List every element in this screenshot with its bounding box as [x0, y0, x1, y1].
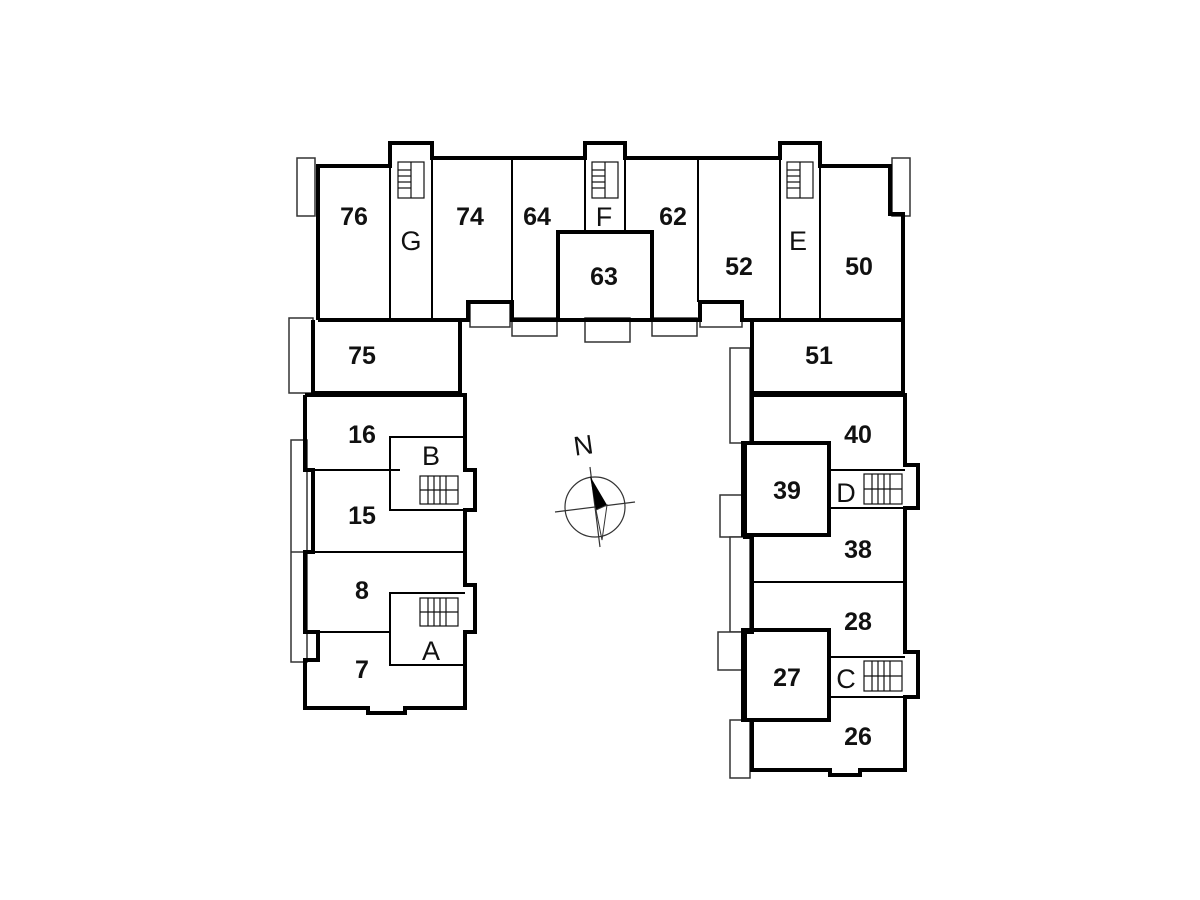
unit-50-label: 50	[845, 253, 873, 281]
stairwell-labels: G F E B A D C	[400, 202, 855, 694]
compass-north-arrow-icon	[590, 476, 607, 510]
unit-74-label: 74	[456, 203, 484, 231]
stairwell-d-label: D	[836, 478, 856, 508]
stairwell-e-label: E	[789, 226, 807, 256]
unit-40-label: 40	[844, 421, 872, 449]
unit-64-label: 64	[523, 203, 551, 231]
compass-north-label: N	[572, 429, 595, 461]
unit-15-label: 15	[348, 502, 376, 530]
west-wing	[303, 320, 477, 715]
unit-38-label: 38	[844, 536, 872, 564]
unit-26-label: 26	[844, 723, 872, 751]
unit-75-label: 75	[348, 342, 376, 370]
compass: N	[554, 429, 636, 548]
unit-76-label: 76	[340, 203, 368, 231]
stairwell-c-label: C	[836, 664, 856, 694]
unit-51-label: 51	[805, 342, 833, 370]
stairwell-a-label: A	[422, 636, 440, 666]
balconies	[288, 157, 911, 779]
unit-39-label: 39	[773, 477, 801, 505]
stairwell-g-label: G	[400, 226, 421, 256]
unit-7-label: 7	[355, 656, 369, 684]
unit-27-label: 27	[773, 664, 801, 692]
unit-63-label: 63	[590, 263, 618, 291]
unit-8-label: 8	[355, 577, 369, 605]
compass-circle	[564, 476, 626, 538]
stairs	[397, 161, 903, 692]
east-wing	[741, 320, 920, 777]
unit-52-label: 52	[725, 253, 753, 281]
unit-28-label: 28	[844, 608, 872, 636]
stairwell-f-label: F	[596, 202, 613, 232]
stairwell-b-label: B	[422, 441, 440, 471]
unit-62-label: 62	[659, 203, 687, 231]
unit-16-label: 16	[348, 421, 376, 449]
unit-labels: 76 74 64 62 63 52 50 75 51 16 15 8 7 40 …	[340, 203, 873, 751]
north-wing	[316, 141, 905, 322]
